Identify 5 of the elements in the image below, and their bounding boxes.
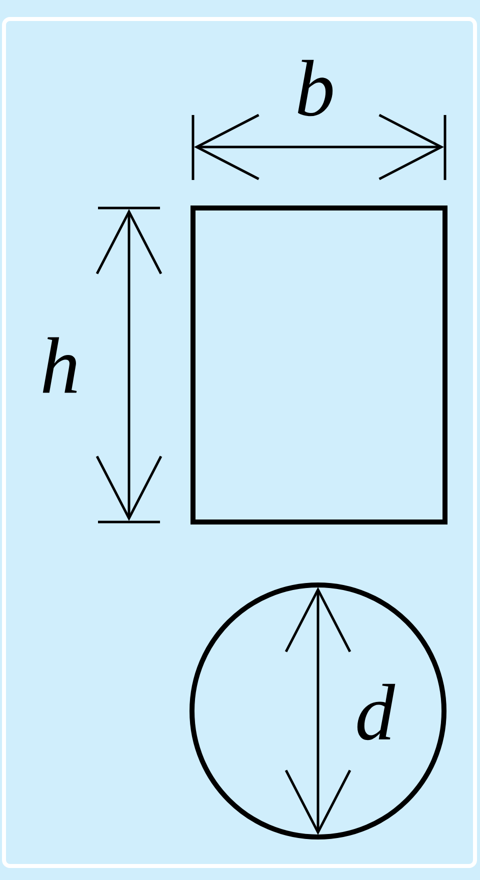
dimension-label: h bbox=[42, 337, 77, 393]
dimension-label: b bbox=[298, 60, 333, 116]
circle-shape bbox=[190, 582, 446, 840]
dimension-label: d bbox=[357, 684, 396, 740]
rectangle-shape bbox=[190, 206, 448, 524]
